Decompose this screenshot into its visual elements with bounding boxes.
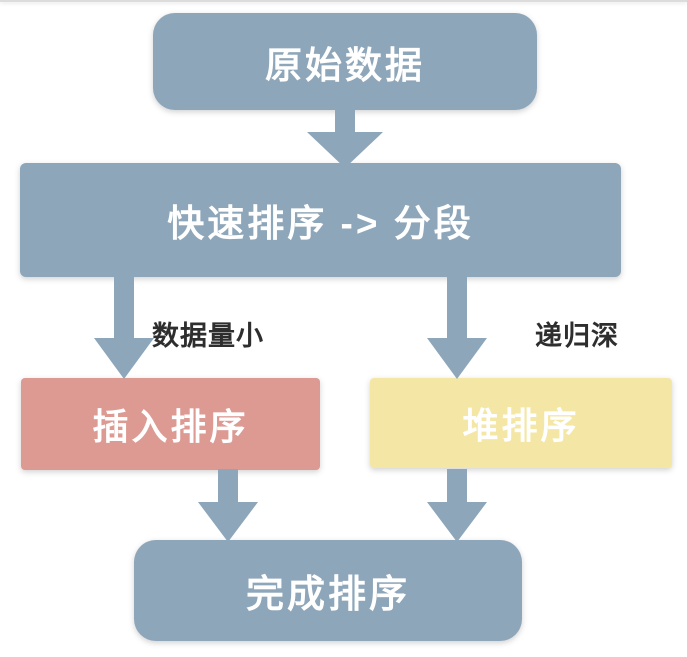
arrow-head xyxy=(427,338,487,379)
arrow-head xyxy=(427,502,487,542)
node-sort-complete: 完成排序 xyxy=(134,540,522,641)
arrow-down-icon-start-to-quick xyxy=(307,106,383,168)
arrow-head xyxy=(94,338,154,379)
node-heap-sort: 堆排序 xyxy=(370,378,672,468)
node-original-data: 原始数据 xyxy=(153,13,537,110)
arrow-down-icon-heap-to-done xyxy=(427,469,487,542)
arrow-down-icon-quick-to-insertion xyxy=(94,277,154,379)
arrow-stem xyxy=(218,469,238,503)
node-sort-complete-label: 完成排序 xyxy=(245,574,410,616)
top-border-line xyxy=(0,0,687,2)
node-insertion-sort: 插入排序 xyxy=(21,378,320,470)
node-original-data-label: 原始数据 xyxy=(265,44,425,86)
node-insertion-sort-label: 插入排序 xyxy=(92,406,249,447)
node-heap-sort-label: 堆排序 xyxy=(462,405,580,446)
arrow-down-icon-quick-to-heap xyxy=(427,277,487,379)
node-quick-sort-label: 快速排序 -> 分段 xyxy=(167,203,474,244)
arrow-down-icon-insertion-to-done xyxy=(198,469,258,542)
arrow-stem xyxy=(114,277,134,338)
edge-label-deep-recursion: 递归深 xyxy=(535,321,619,351)
arrow-stem xyxy=(335,106,355,132)
arrow-head xyxy=(307,132,383,168)
arrow-head xyxy=(198,502,258,542)
node-quick-sort: 快速排序 -> 分段 xyxy=(20,163,621,277)
arrow-stem xyxy=(447,469,467,503)
arrow-stem xyxy=(447,277,467,338)
edge-label-small-data: 数据量小 xyxy=(152,321,264,351)
